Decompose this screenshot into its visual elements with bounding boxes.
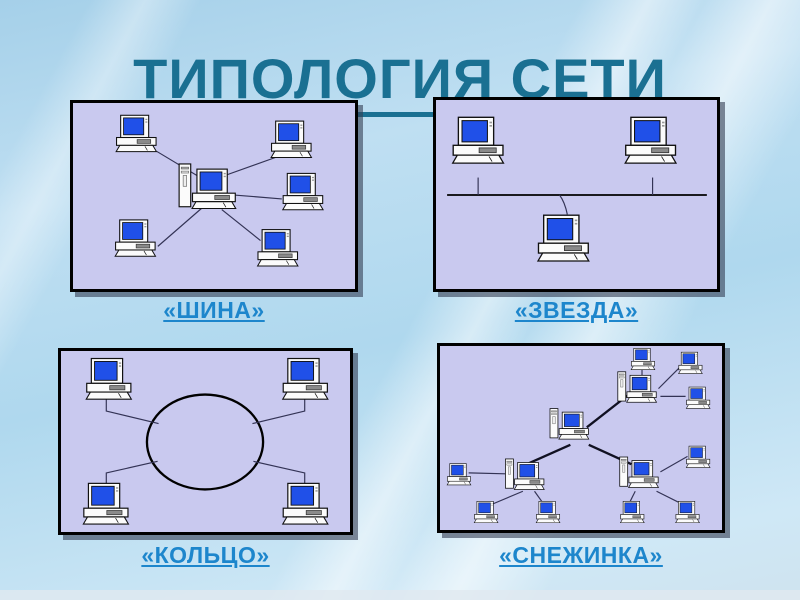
- panel-zvezda: [433, 97, 720, 292]
- topology-link-snezhinka[interactable]: «СНЕЖИНКА»: [499, 542, 663, 568]
- server-icon: [618, 372, 657, 403]
- zvezda-topology-diagram: [447, 116, 707, 262]
- computer-icon: [115, 114, 158, 153]
- slide-bottom-strip: [0, 590, 800, 600]
- server-icon: [620, 457, 659, 488]
- computer-icon: [624, 116, 677, 164]
- computer-icon: [85, 357, 132, 400]
- computer-icon: [535, 501, 561, 524]
- shina-topology-diagram: [114, 114, 324, 267]
- computer-icon: [620, 501, 645, 524]
- computer-icon: [686, 386, 711, 409]
- server-icon: [179, 164, 236, 209]
- computer-icon: [473, 501, 499, 524]
- server-icon: [505, 459, 544, 490]
- connection-lines: [447, 177, 707, 215]
- computer-icon: [282, 482, 329, 525]
- topology-link-shina[interactable]: «ШИНА»: [163, 297, 265, 323]
- server-icon: [550, 409, 589, 440]
- computer-icon: [630, 348, 656, 371]
- connection-lines: [105, 393, 306, 491]
- panel-snezhinka: [437, 343, 725, 533]
- computer-icon: [257, 229, 299, 267]
- computer-icon: [452, 116, 505, 164]
- computer-icon: [686, 445, 711, 468]
- kolco-topology-diagram: [82, 357, 329, 525]
- computer-icon: [270, 120, 313, 159]
- computer-icon: [678, 351, 703, 374]
- topology-link-zvezda[interactable]: «ЗВЕЗДА»: [514, 297, 639, 323]
- computer-icon: [114, 219, 157, 257]
- computer-icon: [282, 357, 329, 400]
- computer-icon: [446, 463, 472, 486]
- topology-link-kolco[interactable]: «КОЛЬЦО»: [141, 542, 270, 568]
- computer-icon: [537, 214, 590, 262]
- computer-icon: [675, 501, 700, 524]
- computer-icon: [82, 482, 130, 525]
- panel-kolco: [58, 348, 353, 535]
- snezhinka-topology-diagram: [446, 348, 711, 524]
- computer-icon: [282, 172, 324, 211]
- ring-ellipse: [145, 393, 265, 491]
- panel-shina: [70, 100, 358, 292]
